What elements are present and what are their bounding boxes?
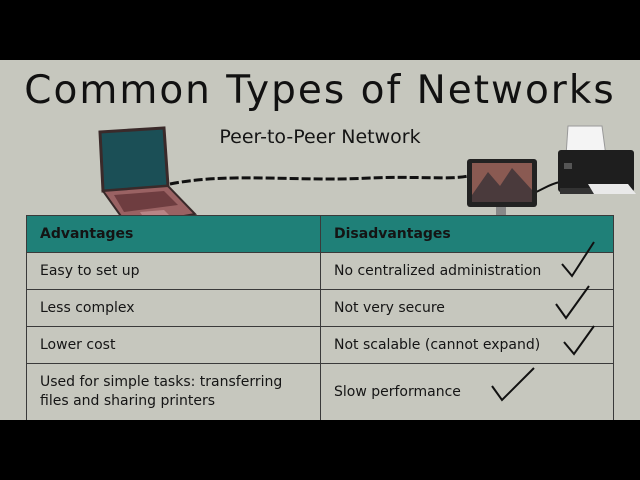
advantages-header: Advantages [26,215,321,253]
slide-subtitle: Peer-to-Peer Network [219,126,421,148]
advantage-cell: Lower cost [26,326,321,364]
disadvantage-cell: Slow performance [320,363,614,420]
table-row: Less complex Not very secure [26,289,614,327]
printer-cable [535,181,561,193]
disadvantage-cell: Not very secure [320,289,614,327]
table-header-row: Advantages Disadvantages [26,215,614,253]
advantage-cell: Used for simple tasks: transferring file… [26,363,321,420]
disadvantage-cell: No centralized administration [320,252,614,290]
printer-icon [558,125,636,194]
slide-title: Common Types of Networks [24,68,616,113]
advantage-cell: Easy to set up [26,252,321,290]
laptop-icon [98,126,198,228]
table-row: Easy to set up No centralized administra… [26,252,614,290]
advantage-cell: Less complex [26,289,321,327]
network-cable [169,174,469,186]
disadvantages-header: Disadvantages [320,215,614,253]
pros-cons-table: Advantages Disadvantages Easy to set up … [26,215,614,420]
table-row: Used for simple tasks: transferring file… [26,363,614,420]
table-row: Lower cost Not scalable (cannot expand) [26,326,614,364]
disadvantage-cell: Not scalable (cannot expand) [320,326,614,364]
slide: Common Types of Networks Peer-to-Peer Ne… [0,60,640,420]
